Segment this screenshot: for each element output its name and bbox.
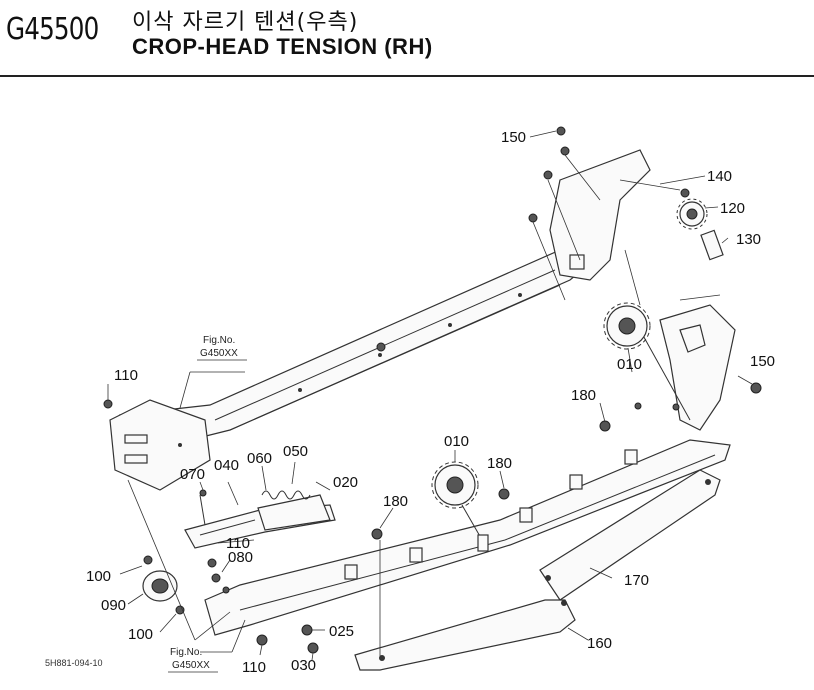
title-english: CROP-HEAD TENSION (RH) [132, 34, 433, 59]
callout-070: 070 [180, 466, 205, 483]
callout-010: 010 [617, 356, 642, 373]
callout-020: 020 [333, 474, 358, 491]
idler-pulley [142, 555, 185, 615]
callout-100: 100 [86, 568, 111, 585]
fig-reference-upper: Fig.No. G450XX [197, 335, 247, 361]
svg-text:Fig.No.: Fig.No. [203, 335, 235, 346]
callout-130: 130 [736, 231, 761, 248]
callout-180: 180 [571, 387, 596, 404]
callout-120: 120 [720, 200, 745, 217]
callout-100: 100 [128, 626, 153, 643]
sprocket-upper [603, 302, 651, 350]
tension-arm-assembly [184, 489, 336, 549]
callout-170: 170 [624, 572, 649, 589]
svg-text:G450XX: G450XX [172, 660, 210, 671]
svg-text:Fig.No.: Fig.No. [170, 647, 202, 658]
sprocket-small [676, 188, 724, 261]
drawing-code: 5H881-094-10 [45, 658, 103, 668]
callout-150: 150 [501, 129, 526, 146]
guard-plate-160 [354, 599, 576, 671]
leader-lines [107, 130, 753, 661]
fasteners [103, 126, 762, 654]
page-header: G45500 이삭 자르기 텐션(우측) CROP-HEAD TENSION (… [0, 0, 814, 78]
callout-050: 050 [283, 443, 308, 460]
sprocket-lower [431, 461, 489, 552]
callout-160: 160 [587, 635, 612, 652]
callout-180: 180 [487, 455, 512, 472]
part-group-code: G45500 [6, 12, 99, 47]
callout-180: 180 [383, 493, 408, 510]
right-bracket [639, 304, 736, 431]
callout-110: 110 [242, 659, 266, 676]
callout-040: 040 [214, 457, 239, 474]
callout-110: 110 [226, 535, 250, 552]
callout-140: 140 [707, 168, 732, 185]
callout-150: 150 [750, 353, 775, 370]
upper-rail [118, 149, 651, 451]
lower-rail [204, 439, 731, 636]
callout-110: 110 [114, 367, 138, 384]
exploded-parts-diagram: 150 140 120 130 150 010 180 110 010 180 … [45, 126, 775, 676]
callout-060: 060 [247, 450, 272, 467]
callout-030: 030 [291, 657, 316, 674]
callout-090: 090 [101, 597, 126, 614]
callout-025: 025 [329, 623, 354, 640]
callout-010: 010 [444, 433, 469, 450]
left-bracket [109, 399, 211, 491]
title-korean: 이삭 자르기 텐션(우측) [132, 10, 359, 35]
fig-reference-lower: Fig.No. G450XX [168, 647, 218, 673]
guard-plate-170 [539, 469, 721, 601]
svg-text:G450XX: G450XX [200, 348, 238, 359]
callout-labels: 150 140 120 130 150 010 180 110 010 180 … [86, 129, 775, 676]
header-rule [0, 75, 814, 77]
callout-080: 080 [228, 549, 253, 566]
